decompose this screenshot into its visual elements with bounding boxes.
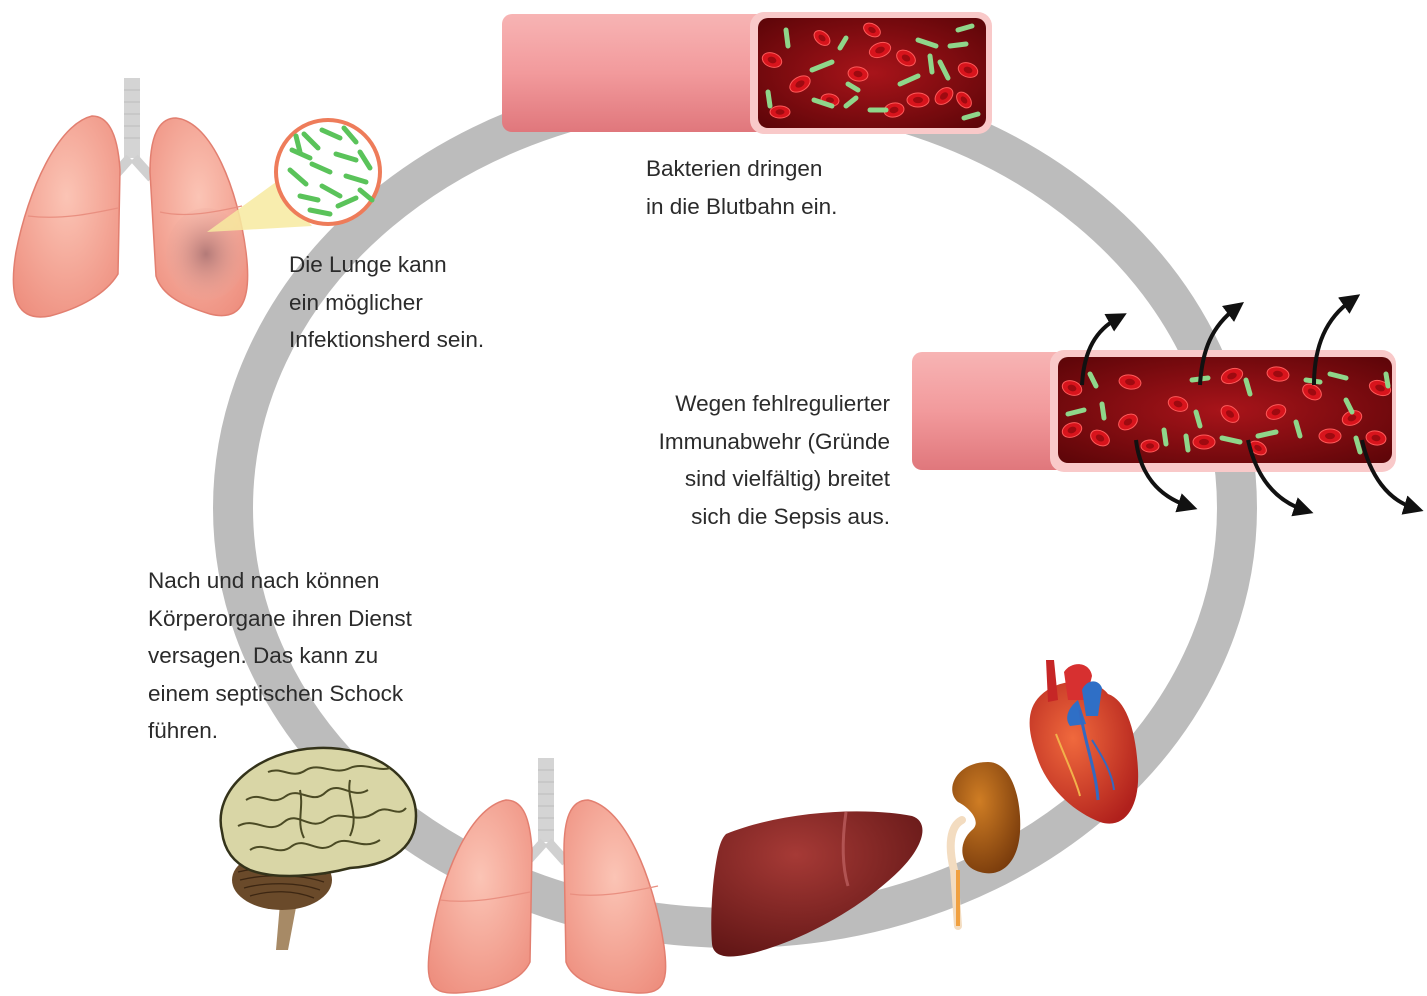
red-blood-cell-center: [913, 97, 923, 103]
bacterium: [930, 56, 932, 72]
heart-icon: [1030, 660, 1139, 824]
caption-line: in die Blutbahn ein.: [646, 188, 837, 226]
bacterium: [1164, 430, 1166, 444]
lung-icon: [428, 758, 665, 993]
caption-line: sind vielfältig) breitet: [659, 460, 890, 498]
caption-bloodstream: Bakterien dringen in die Blutbahn ein.: [646, 150, 837, 225]
caption-line: ein möglicher: [289, 284, 484, 322]
caption-line: Die Lunge kann: [289, 246, 484, 284]
caption-line: Nach und nach können: [148, 562, 412, 600]
bacterium: [768, 92, 770, 106]
caption-line: Wegen fehlregulierter: [659, 385, 890, 423]
bacterium: [1386, 374, 1388, 386]
caption-line: führen.: [148, 712, 412, 750]
bacterium: [786, 30, 788, 46]
caption-line: versagen. Das kann zu: [148, 637, 412, 675]
bacterium: [1186, 436, 1188, 450]
caption-line: sich die Sepsis aus.: [659, 498, 890, 536]
caption-organ-failure: Nach und nach können Körperorgane ihren …: [148, 562, 412, 750]
caption-sepsis-spread: Wegen fehlregulierter Immunabwehr (Gründ…: [659, 385, 890, 535]
red-blood-cell-center: [1325, 433, 1335, 439]
caption-line: Immunabwehr (Gründe: [659, 423, 890, 461]
blood-vessel-icon: [502, 12, 992, 134]
bacterium: [950, 44, 966, 46]
caption-line: Körperorgane ihren Dienst: [148, 600, 412, 638]
bacterium: [1102, 404, 1104, 418]
brain-icon: [221, 748, 416, 950]
blood-vessel-leaky-icon: [912, 350, 1396, 472]
red-blood-cell-center: [1199, 439, 1209, 445]
caption-line: einem septischen Schock: [148, 675, 412, 713]
caption-line: Infektionsherd sein.: [289, 321, 484, 359]
red-blood-cell-center: [1146, 443, 1154, 448]
caption-line: Bakterien dringen: [646, 150, 837, 188]
magnifier-bacteria-icon: [207, 120, 380, 232]
caption-lung-focus: Die Lunge kann ein möglicher Infektionsh…: [289, 246, 484, 359]
red-blood-cell-center: [776, 109, 785, 114]
infected-lung-icon: [13, 78, 247, 317]
